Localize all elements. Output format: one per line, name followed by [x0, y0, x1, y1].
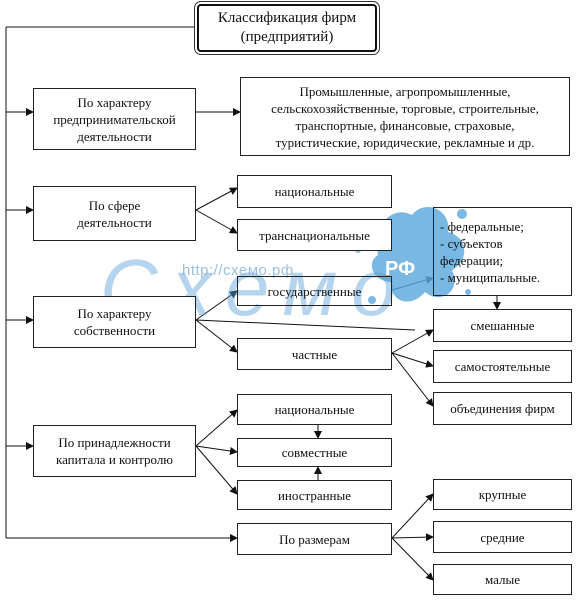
sphere-national-label: национальные: [274, 184, 355, 199]
category-capital: По принадлежности капитала и контролю: [33, 425, 196, 477]
category-activity: По характеру предпринимательской деятель…: [33, 88, 196, 150]
ownership-state-label: государственные: [267, 283, 362, 299]
form-associations: объединения фирм: [433, 392, 572, 425]
size-large-label: крупные: [478, 487, 527, 502]
activity-types-text: Промышленные, агропромышленные, сельскох…: [271, 83, 539, 150]
ownership-private-label: частные: [291, 346, 338, 362]
ownership-private: частные: [237, 338, 392, 370]
capital-foreign: иностранные: [237, 480, 392, 510]
form-mixed-label: смешанные: [470, 318, 535, 333]
sphere-national: национальные: [237, 175, 392, 208]
category-ownership-label: По характеру собственности: [73, 306, 156, 338]
capital-national: национальные: [237, 394, 392, 425]
form-mixed: смешанные: [433, 309, 572, 342]
size-small-label: малые: [484, 572, 520, 587]
category-size: По размерам: [237, 523, 392, 555]
state-levels-text: - федеральные; - субъектов федерации; - …: [440, 218, 541, 285]
diagram-title-text: Классификация фирм (предприятий): [217, 10, 357, 45]
category-activity-label: По характеру предпринимательской деятель…: [53, 94, 176, 144]
category-ownership: По характеру собственности: [33, 296, 196, 348]
size-large: крупные: [433, 479, 572, 510]
diagram-title: Классификация фирм (предприятий): [197, 4, 377, 52]
capital-joint: совместные: [237, 438, 392, 467]
ownership-state: государственные: [237, 276, 392, 306]
sphere-transnational: транснациональные: [237, 219, 392, 251]
category-sphere: По сфере деятельности: [33, 186, 196, 241]
capital-joint-label: совместные: [281, 445, 348, 460]
form-independent: самостоятельные: [433, 350, 572, 383]
category-sphere-label: По сфере деятельности: [77, 197, 152, 230]
size-small: малые: [433, 564, 572, 595]
capital-foreign-label: иностранные: [277, 487, 352, 503]
form-associations-label: объединения фирм: [450, 401, 555, 416]
category-size-label: По размерам: [279, 531, 350, 547]
state-levels-box: - федеральные; - субъектов федерации; - …: [433, 207, 572, 296]
form-independent-label: самостоятельные: [454, 359, 551, 374]
sphere-transnational-label: транснациональные: [259, 227, 370, 243]
capital-national-label: национальные: [274, 402, 355, 417]
activity-types-box: Промышленные, агропромышленные, сельскох…: [240, 77, 570, 156]
size-medium-label: средние: [480, 529, 525, 545]
size-medium: средние: [433, 521, 572, 553]
category-capital-label: По принадлежности капитала и контролю: [55, 435, 174, 467]
